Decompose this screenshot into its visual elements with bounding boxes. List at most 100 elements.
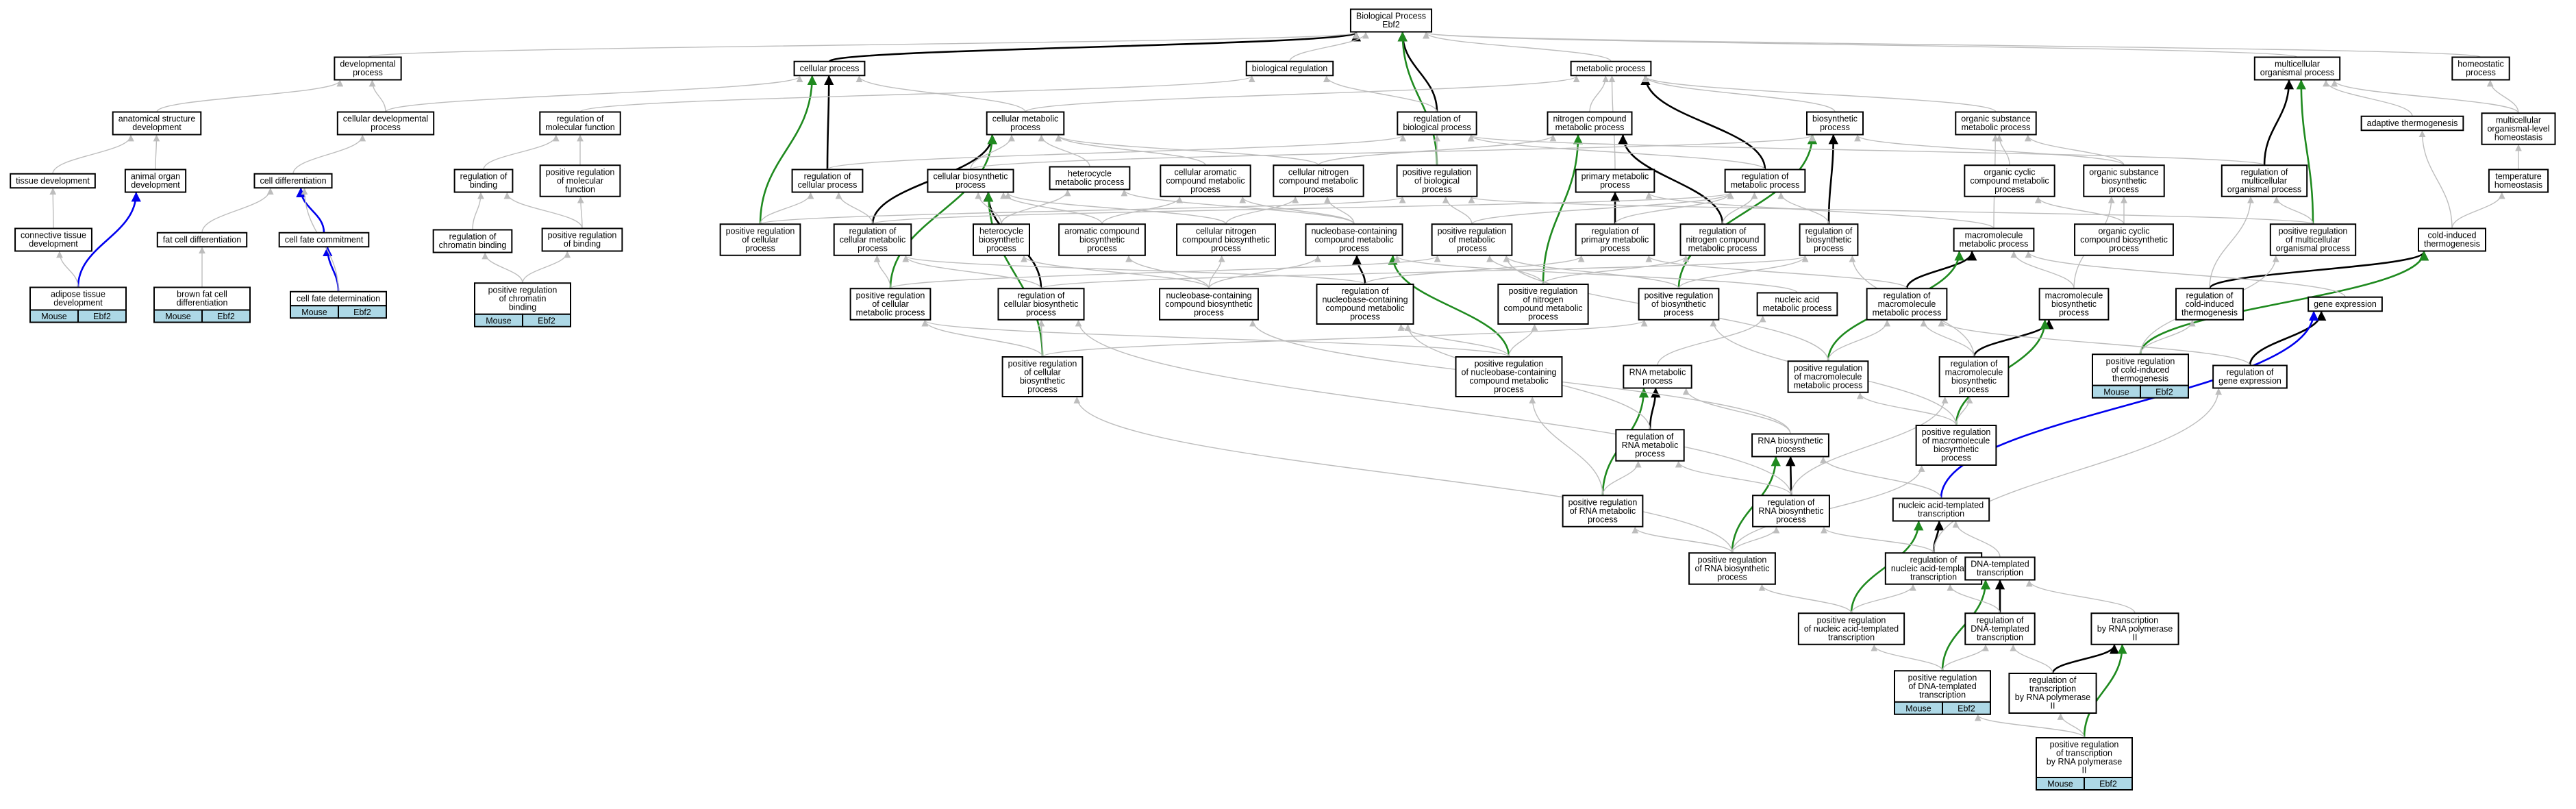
node-box — [1623, 364, 1692, 389]
edge-green-prbp-to-bp — [1397, 32, 1438, 166]
edge-grey-prcb-to-prb — [522, 251, 571, 284]
node-label-line: positive regulation — [1403, 167, 1472, 177]
edge-grey-rrnabp-to-rrnamp — [1675, 460, 1792, 496]
node-label-line: process — [1664, 308, 1694, 317]
node-box — [2008, 673, 2097, 714]
node-label-line: transcription — [1918, 509, 1964, 519]
edge-grey-nccbp-to-nccmp — [1208, 255, 1321, 289]
node-box — [2418, 227, 2486, 252]
node-label-line: II — [2082, 766, 2087, 775]
edge-grey-prrnamp-to-prnccmp — [1529, 397, 1603, 496]
node-box — [2253, 56, 2341, 81]
edge-grey-rbp-to-breg — [1323, 75, 1438, 112]
edge-black-rcp-to-cp — [824, 75, 834, 170]
node-label-line: thermogenesis — [2181, 308, 2238, 317]
node-label-line: positive regulation — [2050, 740, 2119, 749]
node-label-line: nitrogen compound — [1686, 235, 1759, 245]
edge-grey-nccmp-to-cacmp — [1239, 196, 1355, 225]
node-label-line: metabolic process — [856, 308, 925, 317]
node-label-line: organic cyclic — [1984, 167, 2035, 177]
node-box — [1751, 433, 1829, 458]
edge-grey-rnatt-to-rge — [1933, 388, 2223, 553]
node-box — [1953, 227, 2035, 252]
node-label-line: animal organ — [131, 172, 180, 182]
node-box — [2488, 169, 2549, 193]
edge-grey-td-to-asd — [52, 134, 134, 174]
edge-black-rrnabp-to-rnabp — [1786, 456, 1796, 496]
edge-grey-nccmp-to-hmp — [1121, 189, 1355, 225]
node-box — [1915, 425, 1997, 466]
go-term-node-fcd: fat cell differentiation — [156, 232, 248, 248]
edge-grey-prmop-to-prbp — [1468, 196, 2314, 225]
node-box — [539, 111, 621, 136]
edge-grey-nccbp-to-hbp — [1021, 255, 1210, 289]
node-box — [719, 223, 801, 256]
node-label-line: process — [1600, 243, 1630, 253]
node-label-line: positive regulation — [1568, 497, 1638, 507]
edge-grey-cncmp-to-ncmp — [1318, 134, 1557, 166]
gene-tag — [338, 305, 387, 319]
edge-grey-bsp-to-mp — [1642, 75, 1836, 112]
edge-grey-rtpol2-to-rdtt — [2010, 644, 2053, 674]
edge-grey-rnabp-to-rnamp — [1682, 388, 1791, 434]
node-label-line: positive regulation — [1645, 290, 1714, 300]
gene-tag — [522, 313, 571, 327]
node-label-line: biosynthetic — [2101, 176, 2147, 186]
node-label-line: cell differentiation — [260, 176, 326, 186]
edge-grey-dtt-to-natt — [1952, 521, 2001, 558]
node-label-line: regulation of — [449, 232, 497, 242]
edge-grey-rrnabp-to-rcbp — [1075, 319, 1792, 496]
node-label-line: of RNA biosynthetic — [1695, 564, 1769, 573]
edge-grey-rnamp-to-namp — [1657, 315, 1766, 366]
edge-grey-rnccmp-to-rpmp — [1364, 255, 1585, 285]
node-label-line: homeostatic — [2458, 60, 2503, 69]
node-label-line: organic substance — [1961, 114, 2031, 124]
go-term-node-td: tissue development — [10, 173, 96, 189]
node-box — [1305, 223, 1403, 256]
node-label-line: heterocycle — [1068, 169, 1112, 179]
node-label-line: of cellular — [1024, 368, 1061, 377]
node-box — [2308, 296, 2383, 312]
node-label-line: process — [1010, 123, 1040, 132]
node-label-line: process — [353, 68, 383, 77]
node-label-line: regulation of — [2241, 167, 2288, 177]
node-label-line: cellular aromatic — [1174, 167, 1236, 177]
node-box — [2036, 737, 2133, 778]
edge-green-prcit-to-cit — [2139, 251, 2429, 355]
node-label-line: cellular nitrogen — [1196, 226, 1256, 236]
node-box — [849, 288, 931, 321]
node-label-line: positive regulation — [1817, 615, 1886, 625]
edge-grey-hmp-to-cmp — [1038, 134, 1090, 167]
edge-black-rtpol2-to-tpol2 — [2051, 644, 2120, 674]
node-label-line: regulation of — [1592, 226, 1639, 236]
edge-grey-cbsp-to-bsp — [970, 134, 1816, 171]
edge-grey-prtpol2-to-prdtt — [1974, 714, 2085, 738]
node-box — [1756, 292, 1838, 316]
edge-grey-mp-to-bp — [1423, 32, 1612, 62]
node-label-line: process — [2466, 68, 2496, 77]
edge-grey-rmbp-to-rmmp — [1920, 319, 1975, 358]
edge-grey-fcd-to-cdiff — [201, 188, 274, 233]
node-box — [2221, 164, 2308, 197]
node-box — [1562, 495, 1644, 527]
edge-grey-homeo-to-bp — [1423, 32, 2481, 58]
node-box — [1894, 670, 1991, 703]
node-box — [1245, 60, 1334, 77]
edge-grey-prmp-to-prbp — [1442, 196, 1473, 225]
edge-grey-tpol2-to-dtt — [2025, 580, 2136, 614]
node-label-line: cellular biosynthetic — [1003, 299, 1078, 309]
